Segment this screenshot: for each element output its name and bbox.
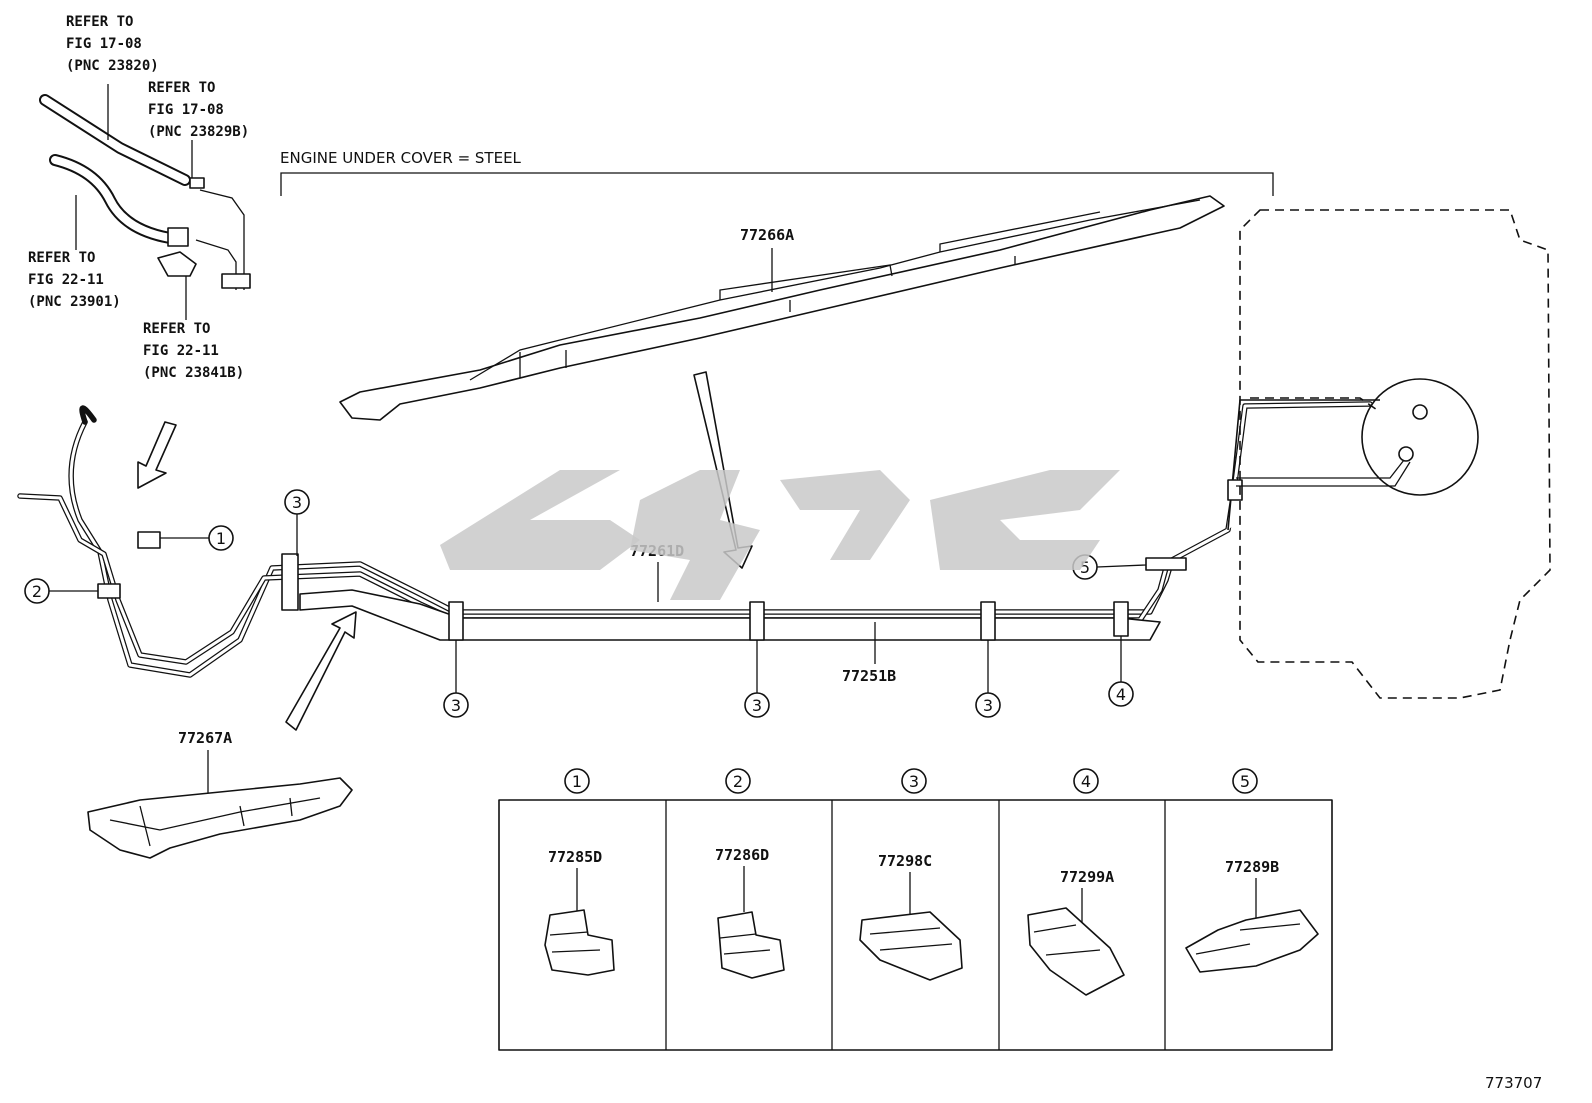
clamp-2 xyxy=(97,583,121,599)
ref-line: (PNC 23841B) xyxy=(143,365,244,381)
fuel-tube-assembly xyxy=(17,399,1380,678)
callout-number: 3 xyxy=(752,696,762,715)
ref-label-pnc-23829b: REFER TO FIG 17-08 (PNC 23829B) xyxy=(148,80,249,140)
ref-line: (PNC 23820) xyxy=(66,58,159,74)
engine-under-cover-77266a: 77266A xyxy=(339,195,1225,421)
ref-line: REFER TO xyxy=(143,321,210,337)
ref-line: REFER TO xyxy=(148,80,215,96)
cell-number: 1 xyxy=(572,772,582,791)
clamp-cell-2: 2 77286D xyxy=(715,768,785,979)
clamp-3c xyxy=(749,601,765,641)
ref-line: FIG 17-08 xyxy=(148,102,224,118)
clamp-3d xyxy=(980,601,996,641)
cell-part-label: 77298C xyxy=(878,852,932,870)
cell-number: 5 xyxy=(1240,772,1250,791)
ref-line: FIG 17-08 xyxy=(66,36,142,52)
bracket-77267a: 77267A xyxy=(87,729,353,859)
clamp-cell-3: 3 77298C xyxy=(859,768,963,981)
clamp-1 xyxy=(137,531,161,549)
ref-line: REFER TO xyxy=(28,250,95,266)
clamp-3b xyxy=(448,601,464,641)
callout-3-a: 3 xyxy=(443,640,469,718)
cell-part-label: 77285D xyxy=(548,848,602,866)
cell-part-label: 77299A xyxy=(1060,868,1114,886)
callout-3-top: 3 xyxy=(284,489,310,556)
cell-number: 3 xyxy=(909,772,919,791)
cell-part-label: 77286D xyxy=(715,846,769,864)
ref-label-pnc-23820: REFER TO FIG 17-08 (PNC 23820) xyxy=(66,14,159,74)
callout-number: 4 xyxy=(1116,685,1126,704)
callout-4: 4 xyxy=(1108,636,1134,707)
fuel-tank-outline xyxy=(1236,209,1551,699)
callout-number: 2 xyxy=(32,582,42,601)
clamp-3a xyxy=(281,553,299,611)
watermark-logo xyxy=(440,470,1120,600)
cover-note: ENGINE UNDER COVER = STEEL xyxy=(280,149,522,167)
callout-3-c: 3 xyxy=(975,640,1001,718)
clamp-cell-1: 1 77285D xyxy=(544,768,615,976)
callout-number: 5 xyxy=(1080,558,1090,577)
cover-bracket xyxy=(280,172,1274,196)
ref-line: FIG 22-11 xyxy=(143,343,219,359)
ref-line: REFER TO xyxy=(66,14,133,30)
callout-number: 3 xyxy=(983,696,993,715)
callout-number: 1 xyxy=(216,529,226,548)
ref-line: (PNC 23901) xyxy=(28,294,121,310)
callout-number: 3 xyxy=(451,696,461,715)
ref-label-pnc-23841b: REFER TO FIG 22-11 (PNC 23841B) xyxy=(143,321,244,381)
part-label-77266a: 77266A xyxy=(740,226,794,244)
clamp-table: 1 77285D 2 77286D 3 77298C 4 77299A xyxy=(498,768,1333,1051)
cell-part-label: 77289B xyxy=(1225,858,1279,876)
part-label-77251b: 77251B xyxy=(842,667,896,685)
ref-line: FIG 22-11 xyxy=(28,272,104,288)
callout-3-b: 3 xyxy=(744,640,770,718)
part-label-77267a: 77267A xyxy=(178,729,232,747)
ref-line: (PNC 23829B) xyxy=(148,124,249,140)
cell-number: 2 xyxy=(733,772,743,791)
engine-side-hoses xyxy=(39,84,251,320)
clamp-cell-5: 5 77289B xyxy=(1185,768,1319,973)
callout-1: 1 xyxy=(160,525,234,551)
callout-number: 3 xyxy=(292,493,302,512)
figure-id: 773707 xyxy=(1485,1074,1542,1092)
cell-number: 4 xyxy=(1081,772,1091,791)
ref-label-pnc-23901: REFER TO FIG 22-11 (PNC 23901) xyxy=(28,250,121,310)
clamp-4 xyxy=(1113,601,1129,637)
callout-2: 2 xyxy=(24,578,98,604)
clamp-5 xyxy=(1145,557,1187,571)
clamp-cell-4: 4 77299A xyxy=(1027,768,1125,996)
